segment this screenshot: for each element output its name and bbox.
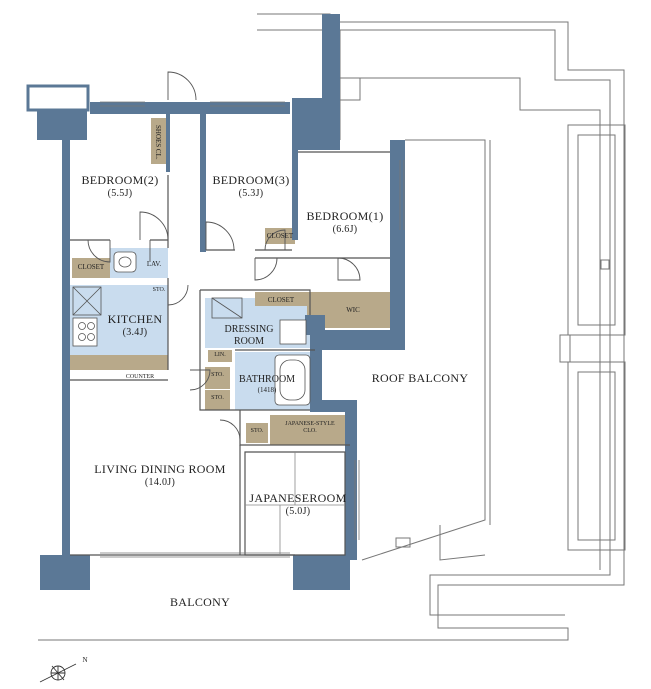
- bedroom2-label: BEDROOM(2) (5.5J): [80, 173, 160, 199]
- bedroom1-name: BEDROOM(1): [306, 209, 384, 223]
- kitchen-storage-label: STO.: [152, 287, 166, 293]
- living-size: (14.0J): [144, 476, 176, 488]
- bedroom2-name: BEDROOM(2): [81, 173, 159, 187]
- closet-b2-label: CLOSET: [77, 263, 105, 271]
- living-name: LIVING DINING ROOM: [94, 462, 226, 476]
- bathroom-name: BATHROOM: [238, 374, 296, 385]
- bedroom3-size: (5.3J): [238, 187, 264, 199]
- lavatory-label: LAV.: [146, 260, 162, 268]
- japanese-room-name: JAPANESEROOM: [249, 491, 347, 505]
- bathroom-label: BATHROOM (1418): [232, 374, 302, 394]
- japanese-closet-label: JAPANESE-STYLE CLO.: [270, 421, 350, 435]
- lavatory-fixtures: [113, 251, 137, 273]
- kitchen-size: (3.4J): [122, 326, 148, 338]
- kitchen-name: KITCHEN: [107, 312, 163, 326]
- closet-b3-label: CLOSET: [266, 232, 294, 240]
- storage-a-label: STO.: [211, 372, 224, 378]
- kitchen-label: KITCHEN (3.4J): [102, 312, 168, 338]
- windows: [100, 101, 405, 558]
- bedroom3-label: BEDROOM(3) (5.3J): [208, 173, 294, 199]
- bathroom-size: (1418): [257, 385, 277, 394]
- walls: [26, 14, 405, 590]
- japanese-closet-name-2: CLO.: [303, 427, 317, 434]
- compass-north-label: N: [82, 656, 88, 664]
- door-swings: [87, 71, 361, 520]
- bedroom3-name: BEDROOM(3): [212, 173, 290, 187]
- storage-areas: [70, 118, 390, 445]
- linen-label: LIN.: [214, 352, 226, 358]
- storage-b-label: STO.: [211, 395, 224, 401]
- storage-c-label: STO.: [250, 428, 264, 434]
- closet-b1-label: CLOSET: [267, 296, 295, 304]
- counter-label: COUNTER: [125, 374, 155, 380]
- dressing-name: DRESSING: [224, 324, 274, 335]
- kitchen-fixtures: [72, 286, 102, 347]
- living-label: LIVING DINING ROOM (14.0J): [86, 462, 234, 488]
- japanese-room-label: JAPANESEROOM (5.0J): [248, 491, 348, 517]
- roof-balcony-planters: [395, 124, 626, 551]
- wic-label: WIC: [346, 306, 360, 314]
- bath-fixtures: [211, 297, 311, 406]
- bedroom1-label: BEDROOM(1) (6.6J): [305, 209, 385, 235]
- bedroom2-size: (5.5J): [107, 187, 133, 199]
- japanese-closet-name: JAPANESE-STYLE: [285, 421, 335, 427]
- roof-balcony-label: ROOF BALCONY: [371, 371, 469, 385]
- balcony-label: BALCONY: [169, 595, 231, 609]
- dressing-name-2: ROOM: [233, 335, 264, 347]
- japanese-room-size: (5.0J): [285, 505, 311, 517]
- compass-icon: [39, 663, 77, 683]
- bedroom1-size: (6.6J): [332, 223, 358, 235]
- dressing-label: DRESSING ROOM: [214, 324, 284, 347]
- tatami-mats: [245, 452, 345, 555]
- shoes-closet-label: SHOES CL.: [154, 124, 163, 160]
